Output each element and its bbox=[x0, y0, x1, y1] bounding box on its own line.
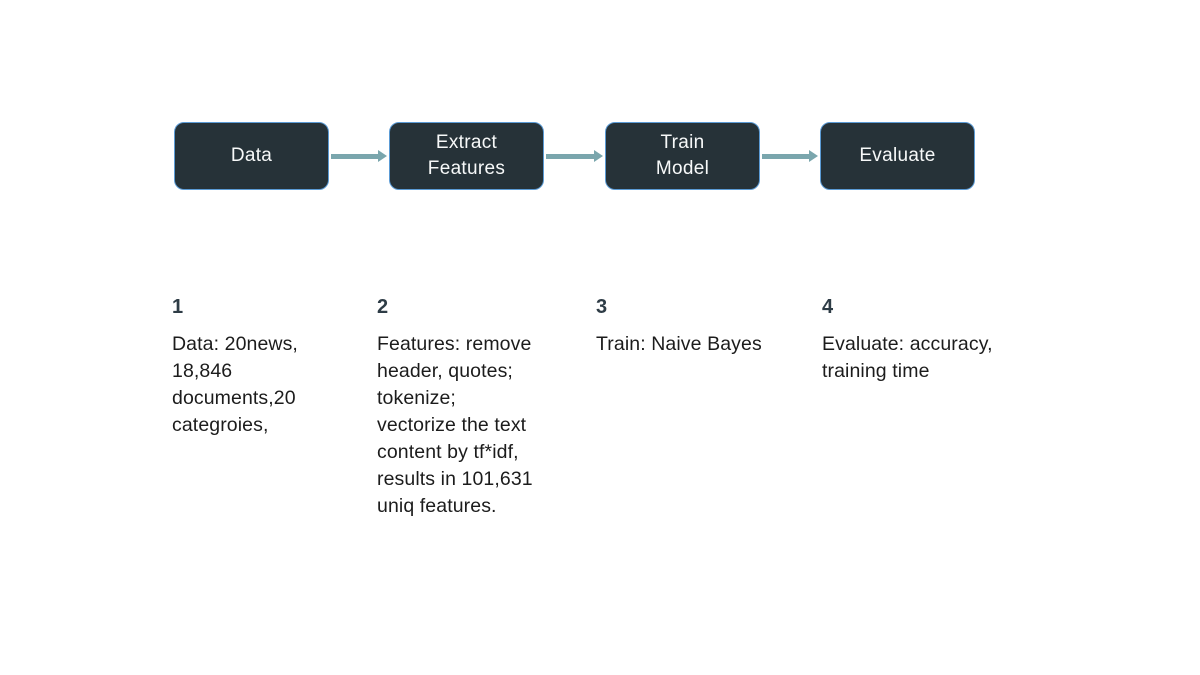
step-item-1: 1 Data: 20news, 18,846 documents,20 cate… bbox=[172, 296, 334, 439]
arrow-shaft bbox=[331, 153, 379, 159]
flow-box-label: Data bbox=[230, 145, 273, 166]
step-number: 3 bbox=[596, 296, 608, 318]
flow-box-train-model: Train Model bbox=[605, 122, 760, 190]
arrow-head bbox=[809, 150, 818, 162]
arrow-shaft bbox=[762, 153, 810, 159]
step-description: Data: 20news, 18,846 documents,20 categr… bbox=[172, 333, 298, 436]
flow-box-extract-features: Extract Features bbox=[389, 122, 544, 190]
step-description: Evaluate: accuracy, training time bbox=[822, 333, 993, 382]
right-arrow-icon bbox=[331, 150, 387, 162]
step-number: 4 bbox=[822, 296, 834, 318]
flow-box-label: Extract Features bbox=[427, 132, 506, 179]
arrow-shaft bbox=[546, 153, 595, 159]
flow-box-label: Train Model bbox=[655, 132, 710, 179]
step-description: Train: Naive Bayes bbox=[596, 333, 762, 355]
flow-box-data: Data bbox=[174, 122, 329, 190]
right-arrow-icon bbox=[546, 150, 603, 162]
step-description: Features: remove header, quotes; tokeniz… bbox=[377, 333, 533, 517]
arrow-head bbox=[594, 150, 603, 162]
step-number: 1 bbox=[172, 296, 184, 318]
flow-box-label: Evaluate bbox=[859, 145, 936, 166]
flow-box-evaluate: Evaluate bbox=[820, 122, 975, 190]
step-item-3: 3 Train: Naive Bayes bbox=[596, 296, 811, 358]
step-number: 2 bbox=[377, 296, 389, 318]
arrow-head bbox=[378, 150, 387, 162]
step-item-4: 4 Evaluate: accuracy, training time bbox=[822, 296, 1042, 385]
right-arrow-icon bbox=[762, 150, 818, 162]
step-item-2: 2 Features: remove header, quotes; token… bbox=[377, 296, 582, 520]
